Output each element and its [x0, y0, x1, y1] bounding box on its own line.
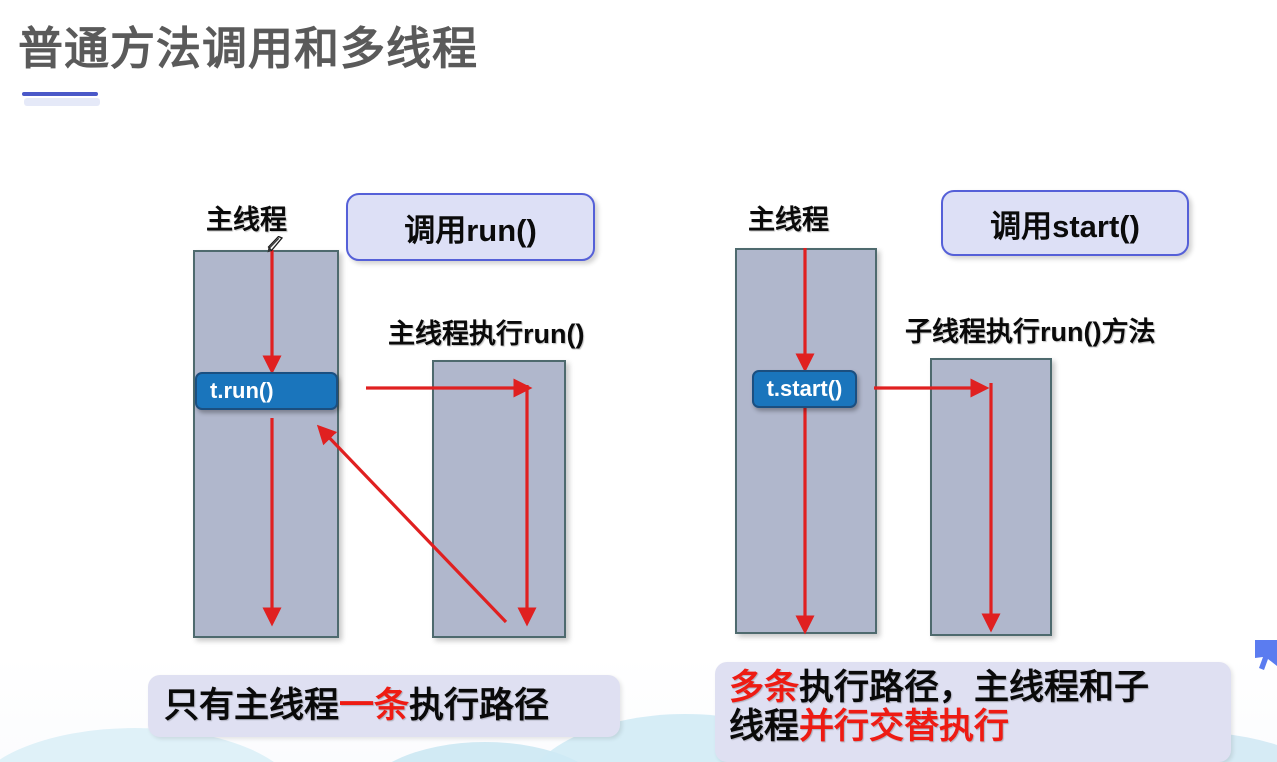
left-main-thread-box: [193, 250, 339, 638]
left-call-run-button[interactable]: t.run(): [195, 372, 338, 410]
title-underline-shadow: [24, 98, 100, 106]
left-callout-label: 调用run(): [404, 212, 537, 248]
left-child-thread-label: 主线程执行run(): [388, 319, 585, 349]
left-caption-part-0: 只有主线程: [164, 686, 340, 726]
right-caption-line2-part-1: 并行交替执行: [799, 707, 1010, 747]
right-caption-line1-part-0: 多条: [729, 668, 800, 707]
pen-cursor-icon: [267, 236, 284, 253]
left-call-run-button-label: t.run(): [210, 378, 274, 403]
right-caption-line-2: 线程并行交替执行: [729, 707, 1149, 746]
right-call-start-button-label: t.start(): [766, 376, 843, 401]
right-callout-box: 调用start(): [941, 190, 1189, 256]
right-caption-line-1: 多条执行路径，主线程和子: [729, 668, 1149, 707]
left-main-thread-label: 主线程: [206, 205, 287, 235]
left-child-thread-box: [432, 360, 566, 638]
right-child-thread-label: 子线程执行run()方法: [905, 317, 1156, 347]
mouse-pointer-icon: [1255, 640, 1277, 670]
title-underline-accent: [22, 92, 98, 96]
right-main-thread-box: [735, 248, 877, 634]
right-caption-line2-part-0: 线程: [729, 707, 800, 747]
right-caption-box: 多条执行路径，主线程和子 线程并行交替执行: [715, 662, 1231, 762]
right-callout-label: 调用start(): [990, 208, 1140, 244]
left-caption-line: 只有主线程一条执行路径: [164, 686, 549, 725]
left-callout-box: 调用run(): [346, 193, 595, 261]
page-title: 普通方法调用和多线程: [18, 23, 479, 74]
left-caption-part-1: 一条: [339, 686, 410, 726]
right-caption-line1-part-1: 执行路径，主线程和子: [799, 668, 1150, 707]
right-call-start-button[interactable]: t.start(): [752, 370, 857, 408]
left-caption-part-2: 执行路径: [409, 686, 550, 726]
right-child-thread-box: [930, 358, 1052, 636]
right-caption-lines: 多条执行路径，主线程和子 线程并行交替执行: [729, 668, 1149, 746]
left-caption-box: 只有主线程一条执行路径: [148, 675, 620, 737]
right-main-thread-label: 主线程: [748, 205, 829, 235]
